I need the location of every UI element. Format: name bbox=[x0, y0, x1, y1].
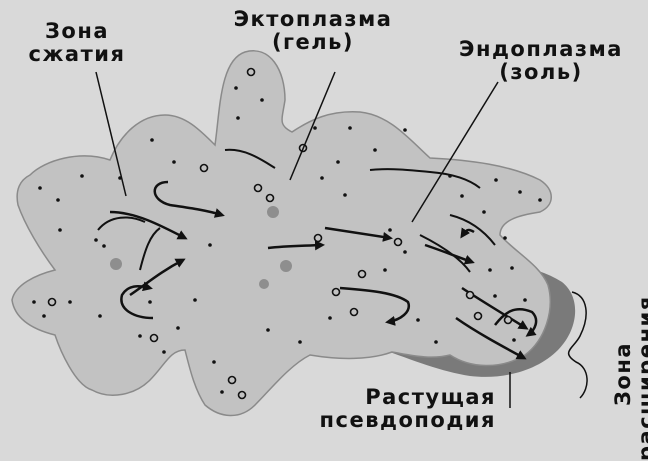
label-growing-pseudopod-line2: псевдоподия bbox=[284, 409, 496, 432]
label-expansion-zone-line2: расширения bbox=[635, 261, 648, 461]
label-ectoplasm-line2: (гель) bbox=[228, 31, 398, 54]
label-growing-pseudopod: Растущая псевдоподия bbox=[284, 386, 496, 432]
label-expansion-zone-line1: Зона bbox=[612, 261, 635, 461]
label-endoplasm-line1: Эндоплазма bbox=[446, 38, 636, 61]
amoeba-cell-body bbox=[12, 51, 551, 416]
label-endoplasm: Эндоплазма (золь) bbox=[446, 38, 636, 84]
label-contraction-zone-line1: Зона bbox=[22, 20, 132, 43]
label-contraction-zone-line2: сжатия bbox=[22, 43, 132, 66]
label-growing-pseudopod-line1: Растущая bbox=[284, 386, 496, 409]
label-ectoplasm-line1: Эктоплазма bbox=[228, 8, 398, 31]
label-endoplasm-line2: (золь) bbox=[446, 61, 636, 84]
label-expansion-zone: Зона расширения bbox=[612, 261, 648, 461]
label-ectoplasm: Эктоплазма (гель) bbox=[228, 8, 398, 54]
label-contraction-zone: Зона сжатия bbox=[22, 20, 132, 66]
